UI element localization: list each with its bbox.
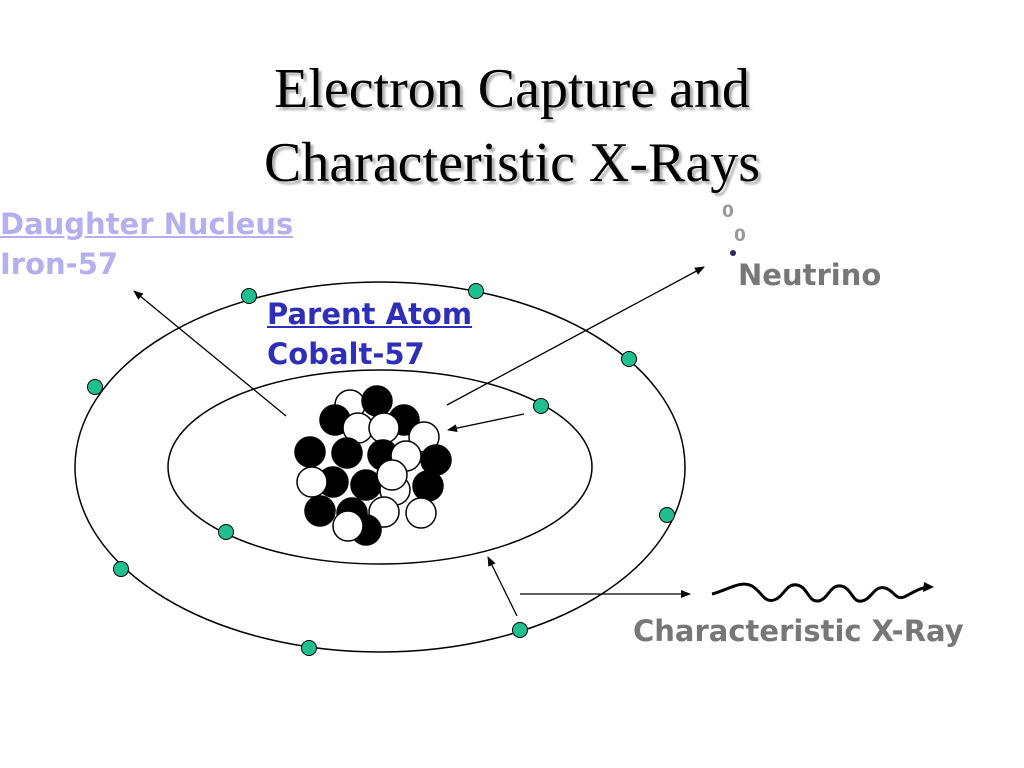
xray-wave-icon bbox=[711, 582, 929, 603]
electron-particle bbox=[533, 398, 549, 414]
daughter-line-2[interactable]: Iron-57 bbox=[0, 247, 119, 281]
neutron-particle bbox=[376, 459, 408, 491]
neutrino-label: Neutrino bbox=[738, 258, 882, 292]
electron-particle bbox=[659, 507, 675, 523]
neutrino-arrow bbox=[446, 266, 705, 406]
proton-particle bbox=[331, 437, 363, 469]
neutron-particle bbox=[368, 412, 400, 444]
parent-line-2[interactable]: Cobalt-57 bbox=[267, 337, 425, 371]
characteristic-xray-label: Characteristic X-Ray bbox=[633, 614, 964, 648]
neutrino-mass-number: 0 bbox=[722, 202, 734, 222]
outer-orbit bbox=[74, 281, 686, 653]
capture-arrow bbox=[447, 413, 525, 433]
electron-particle bbox=[87, 379, 103, 395]
neutron-particle bbox=[332, 510, 364, 542]
title-line-1: Electron Capture and bbox=[274, 58, 750, 120]
electron-particle bbox=[113, 561, 129, 577]
title-line-2: Characteristic X-Rays bbox=[263, 132, 761, 194]
neutrino-charge-number: 0 bbox=[734, 226, 746, 246]
electrons bbox=[87, 283, 675, 656]
parent-line-1[interactable]: Parent Atom bbox=[267, 297, 473, 331]
neutron-particle bbox=[405, 497, 437, 529]
proton-particle bbox=[361, 385, 393, 417]
neutrino-particle bbox=[730, 250, 736, 256]
daughter-nucleus-label[interactable]: Daughter Nucleus Iron-57 bbox=[0, 204, 293, 284]
slide-title: Electron Capture and Characteristic X-Ra… bbox=[0, 52, 1024, 200]
proton-particle bbox=[294, 436, 326, 468]
daughter-arrow bbox=[133, 290, 287, 417]
electron-particle bbox=[301, 640, 317, 656]
electron-particle bbox=[241, 288, 257, 304]
proton-particle bbox=[412, 470, 444, 502]
neutron-particle bbox=[296, 466, 328, 498]
electron-particle bbox=[218, 524, 234, 540]
electron-particle bbox=[468, 283, 484, 299]
electron-particle bbox=[512, 622, 528, 638]
nucleus bbox=[294, 385, 452, 546]
electron-particle bbox=[621, 351, 637, 367]
proton-particle bbox=[304, 495, 336, 527]
daughter-line-1[interactable]: Daughter Nucleus bbox=[0, 207, 294, 241]
inner-orbit bbox=[167, 369, 593, 565]
xray-wave-arrowhead bbox=[923, 582, 934, 592]
transition-arrow bbox=[487, 556, 518, 617]
parent-atom-label[interactable]: Parent Atom Cobalt-57 bbox=[267, 294, 472, 374]
